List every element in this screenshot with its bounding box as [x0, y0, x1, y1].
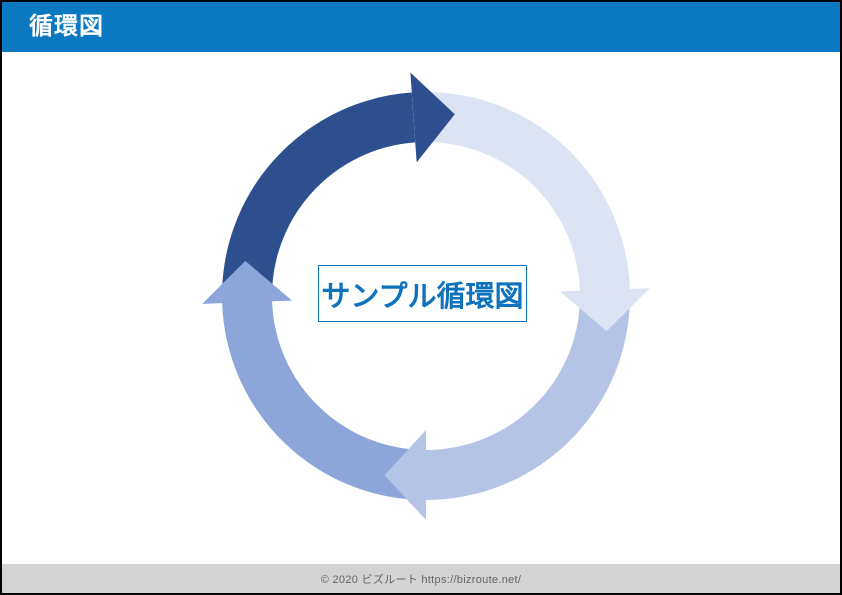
cycle-segment-2-arc: [411, 92, 630, 291]
cycle-segment-1-arc: [221, 92, 416, 304]
copyright-text: © 2020 ビズルート https://bizroute.net/: [320, 573, 522, 586]
slide-footer: © 2020 ビズルート https://bizroute.net/: [2, 564, 840, 593]
slide-header: 循環図: [2, 2, 840, 52]
cycle-segment-4-arrowhead: [202, 260, 293, 304]
center-label-box: サンプル循環図: [318, 265, 527, 322]
cycle-segment-4-arc: [222, 301, 426, 501]
cycle-segment-1-arrowhead: [410, 72, 455, 163]
page-title: 循環図: [29, 13, 104, 40]
cycle-segment-3-arrowhead: [384, 430, 426, 520]
cycle-segment-2-arrowhead: [559, 288, 650, 332]
cycle-segment-3-arc: [426, 288, 631, 500]
center-label: サンプル循環図: [321, 280, 524, 313]
